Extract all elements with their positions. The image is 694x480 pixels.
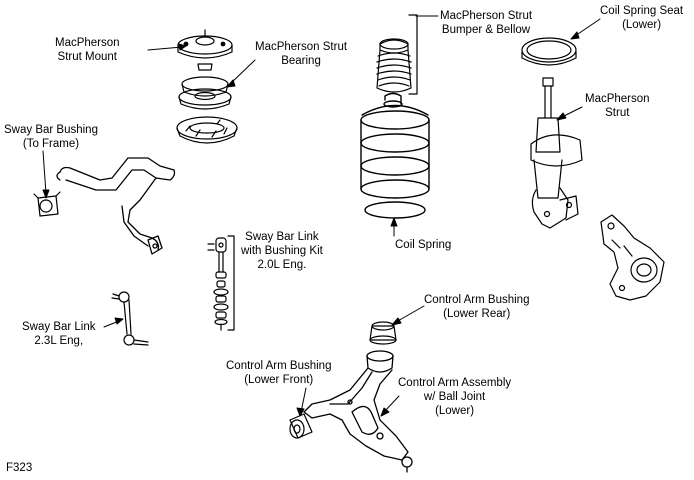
coil-spring-seat-part [521,37,577,66]
label-coil-spring: Coil Spring [395,239,452,251]
sway-bar-part [56,157,176,255]
sway-bar-bushing-part [33,191,61,217]
label-sway-bar-bushing: Sway Bar Bushing(To Frame) [4,124,98,150]
figure-id: F323 [6,462,33,474]
leader-lines [42,15,601,417]
knuckle-part [600,214,665,301]
strut-bearing-part [178,63,232,110]
label-control-arm-bushing-front: Control Arm Bushing(Lower Front) [226,360,332,386]
bumper-bellow-part [376,38,412,93]
sway-bar-link-20-part [207,237,229,331]
control-arm-bushing-front-part [289,413,313,439]
strut-part [530,77,583,229]
control-arm-assembly-part [303,350,413,473]
control-arm-bushing-rear-part [369,321,397,345]
brackets [227,14,418,331]
strut-mount-part [177,29,233,59]
coil-spring-part [360,92,430,219]
spring-insulator-part [176,116,238,144]
label-coil-spring-seat: Coil Spring Seat(Lower) [600,5,684,31]
label-control-arm-bushing-rear: Control Arm Bushing(Lower Rear) [424,294,530,320]
sway-bar-link-23-part [111,291,149,346]
